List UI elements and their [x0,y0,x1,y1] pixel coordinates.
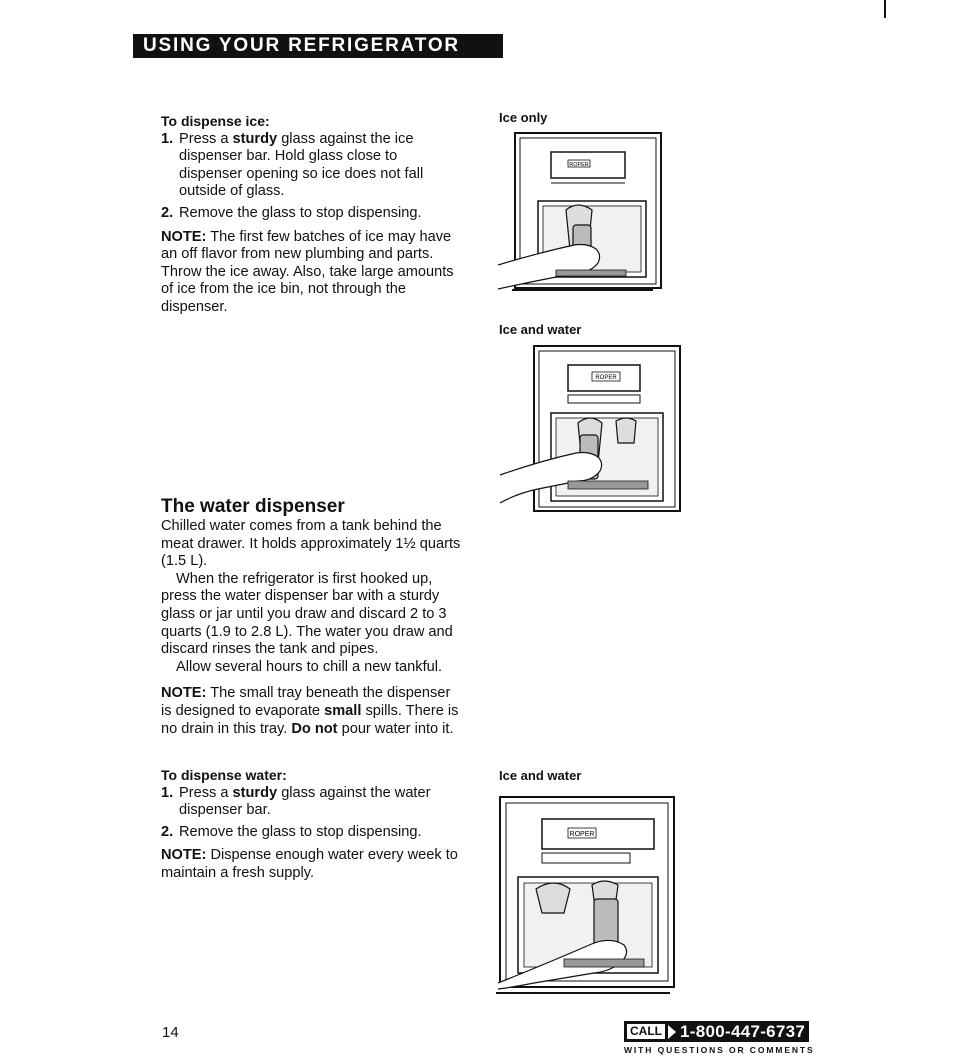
call-banner: CALL 1-800-447-6737 [624,1021,810,1042]
caption-ice-only: Ice only [499,110,548,125]
step-text: glass against the water dispenser bar. [179,784,431,819]
call-label: CALL [626,1023,666,1040]
note-text: pour water into it. [337,720,454,737]
ice-and-water-illustration-2: ROPER [496,796,675,994]
water-dispenser-section: The water dispenser Chilled water comes … [161,496,461,738]
list-item: 1. Press a sturdy glass against the ice d… [161,131,461,201]
note-text: Dispense enough water every week to main… [161,847,458,881]
note-bold: small [324,702,362,719]
corner-mark [884,0,886,18]
dispense-water-heading: To dispense water: [161,767,287,783]
water-dispenser-para-1: Chilled water comes from a tank behind t… [161,518,461,570]
water-dispenser-note: NOTE: The small tray beneath the dispens… [161,685,461,738]
water-dispenser-title: The water dispenser [161,496,345,517]
dispense-water-section: To dispense water: 1. Press a sturdy glas… [161,767,461,883]
note-label: NOTE: [161,228,207,245]
dispense-ice-section: To dispense ice: 1. Press a sturdy glass … [161,113,461,317]
figure-ice-and-water-2: ROPER [494,793,680,999]
caption-ice-and-water-1: Ice and water [499,322,582,337]
arrow-right-icon [668,1024,676,1039]
dispense-ice-note: NOTE: The first few batches of ice may h… [161,229,461,317]
brand-logo [567,159,591,168]
step-text: Press a [179,784,233,801]
list-item: 1. Press a sturdy glass against the water… [161,785,461,820]
brand-text: ROPER [595,375,617,381]
water-dispenser-para-2: When the refrigerator is first hooked up… [161,570,453,658]
dispense-water-steps: 1. Press a sturdy glass against the water… [161,785,461,842]
figure-ice-only: ROPER [498,130,666,302]
dispense-ice-steps: 1. Press a sturdy glass against the ice d… [161,131,461,223]
step-bold: sturdy [232,130,278,147]
phone-number: 1-800-447-6737 [680,1021,806,1041]
note-text: The first few batches of ice may have an… [161,228,454,315]
water-dispenser-para-3: Allow several hours to chill a new tankf… [176,658,443,675]
step-text: Remove the glass to stop dispensing. [179,204,422,221]
ice-only-illustration: ROPER [498,132,662,291]
note-bold: Do not [291,720,338,737]
list-item: 2. Remove the glass to stop dispensing. [161,205,461,223]
section-header: USING YOUR REFRIGERATOR [133,34,503,58]
step-text: Remove the glass to stop dispensing. [179,823,422,840]
step-number: 1. [161,784,174,801]
step-number: 1. [161,130,174,147]
step-bold: sturdy [232,784,278,801]
call-subtext: WITH QUESTIONS OR COMMENTS [624,1045,815,1055]
page-number: 14 [162,1024,179,1041]
note-text: spills. There is no drain in this tray. [161,702,459,737]
ice-and-water-illustration-1: ROPER [499,345,681,512]
step-text: glass against the ice dispenser bar. Hol… [179,130,424,200]
caption-ice-and-water-2: Ice and water [499,768,582,783]
brand-text: ROPER [570,831,595,838]
note-text: The small tray beneath the dispenser is … [161,685,451,719]
dispense-water-note: NOTE: Dispense enough water every week t… [161,847,461,882]
dispense-ice-heading: To dispense ice: [161,113,270,129]
step-number: 2. [161,204,174,221]
step-number: 2. [161,823,174,840]
step-text: Press a [179,130,233,147]
figure-ice-and-water-1: ROPER [498,343,684,515]
brand-text: ROPER [569,162,589,168]
note-label: NOTE: [161,847,207,864]
brand-logo [591,371,621,382]
note-label: NOTE: [161,685,207,702]
list-item: 2. Remove the glass to stop dispensing. [161,824,461,842]
brand-logo [567,827,597,839]
